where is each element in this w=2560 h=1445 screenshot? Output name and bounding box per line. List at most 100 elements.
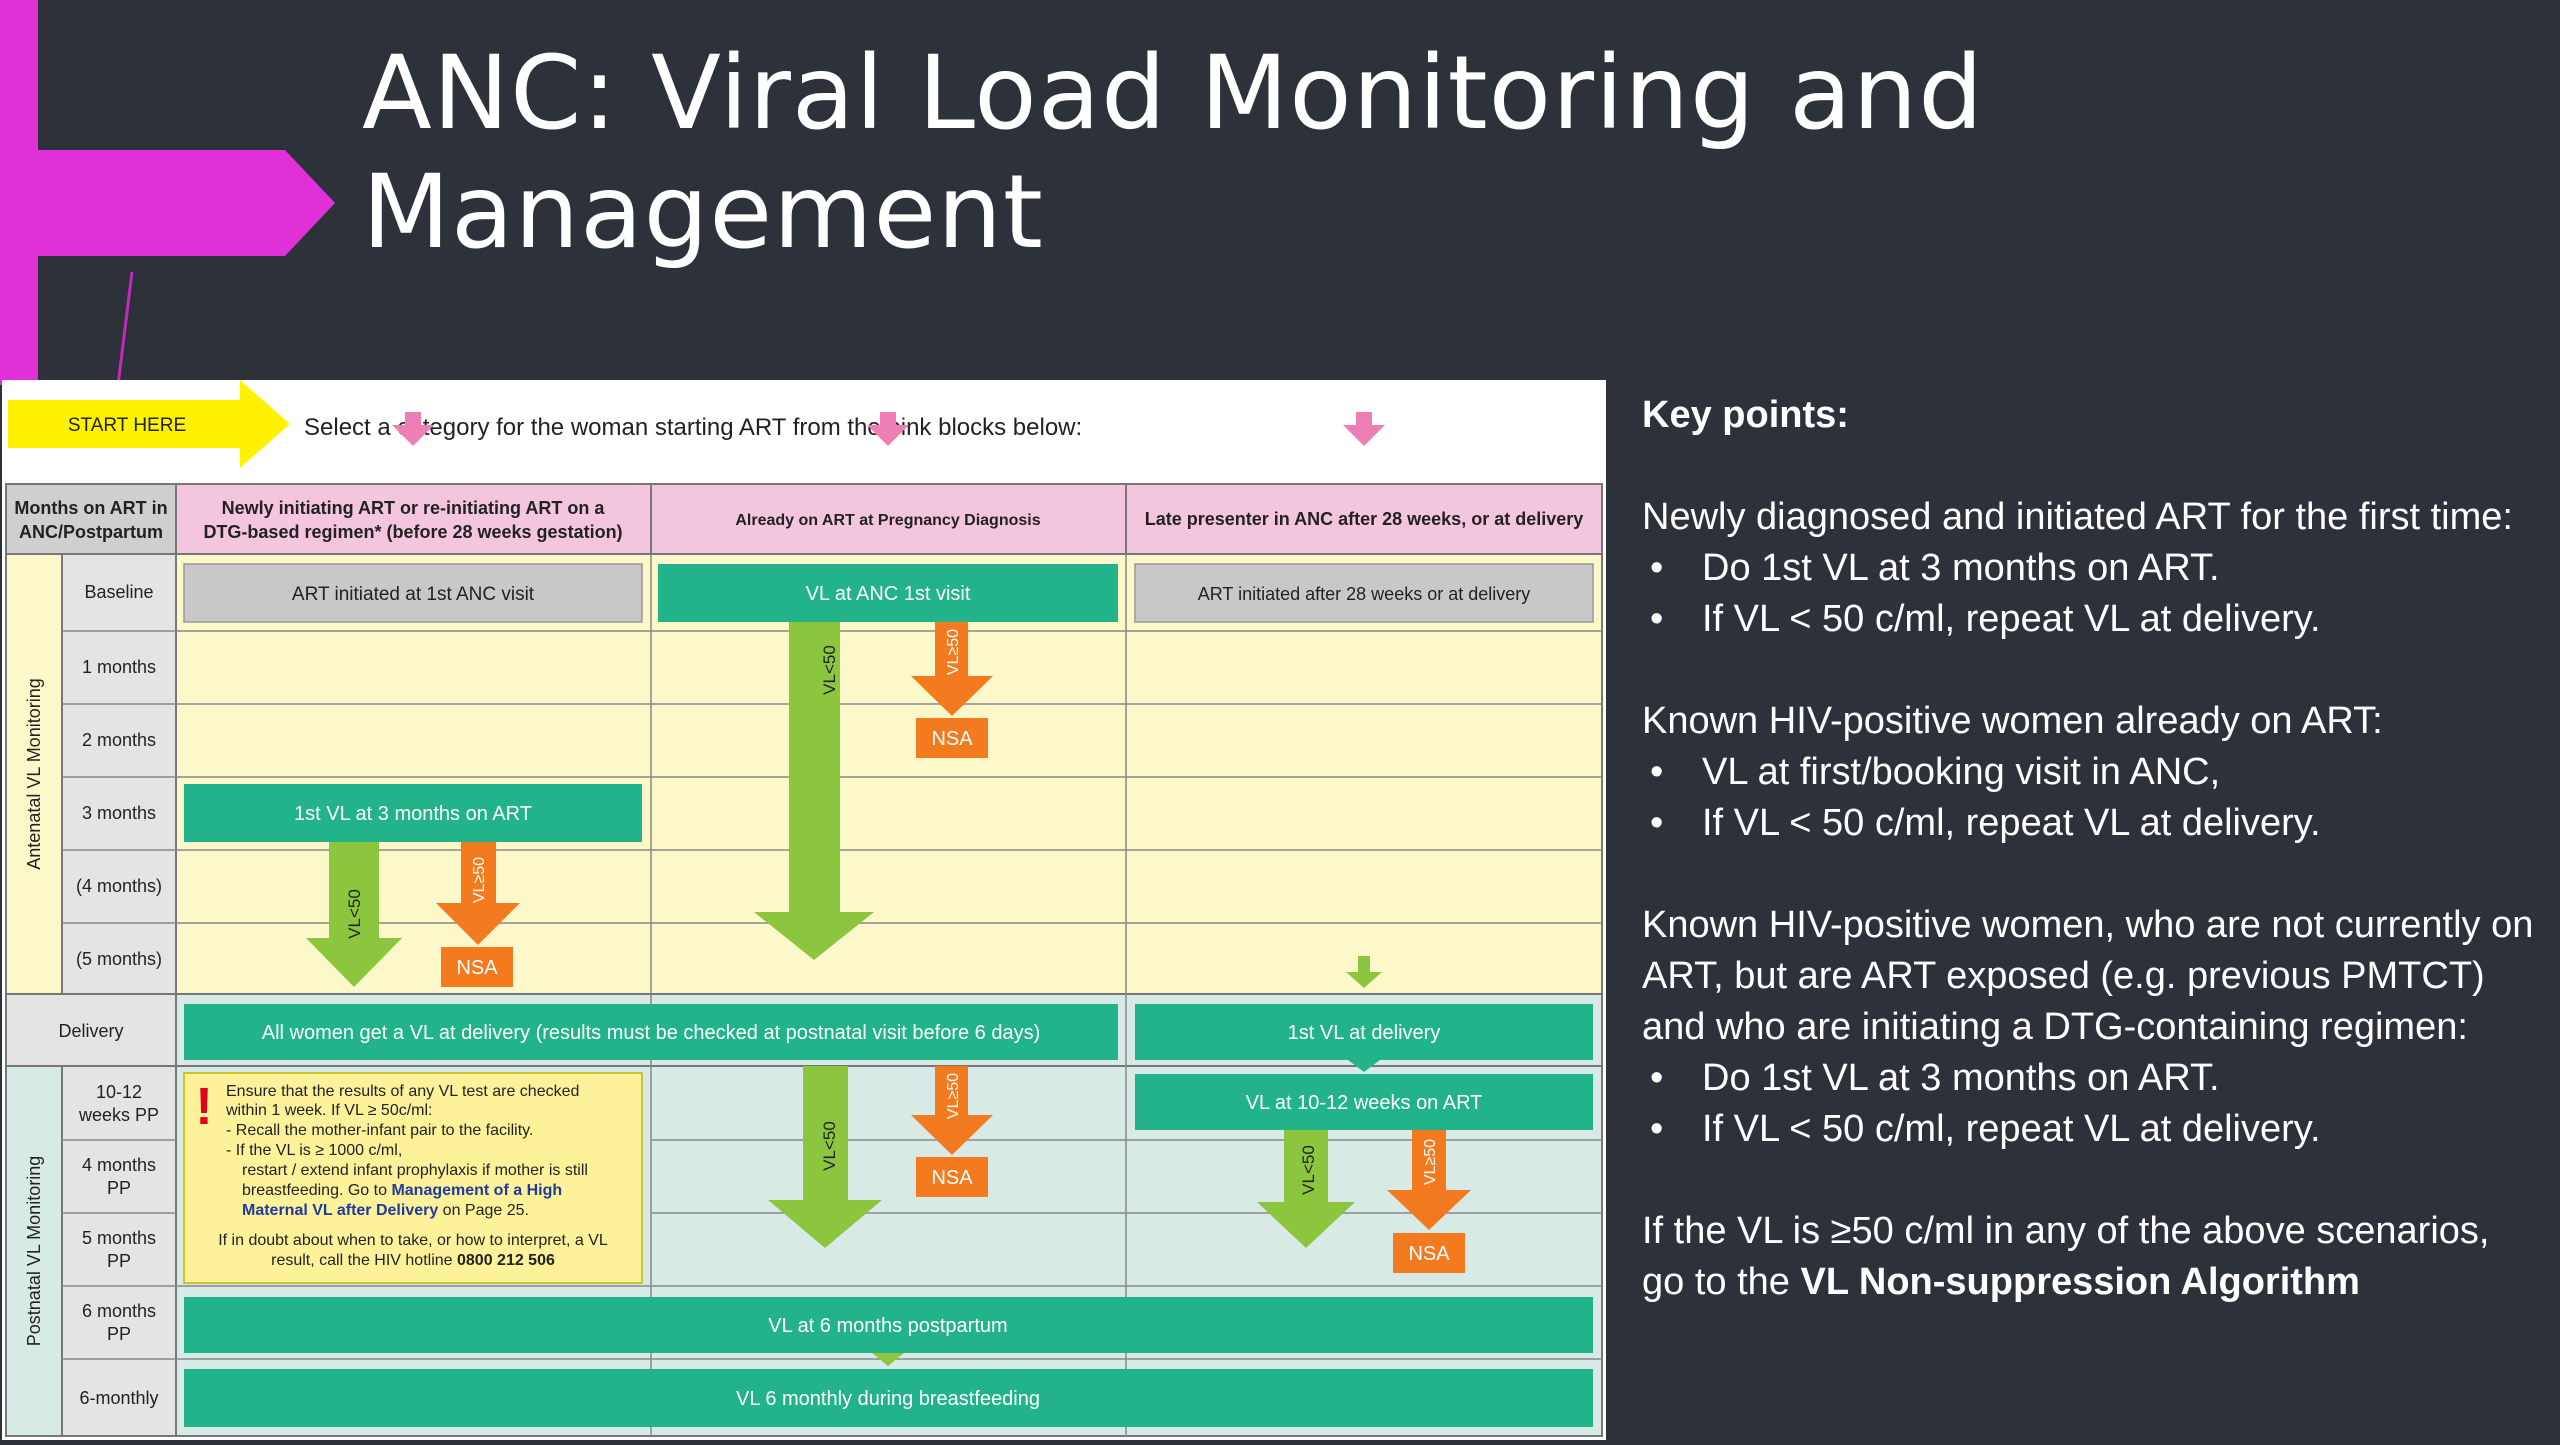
col2-pp-vl-ge50-arrow [911,1066,993,1155]
key-points-heading: Key points: [1642,394,1849,436]
slide-title: ANC: Viral Load Monitoring and Managemen… [362,34,2062,272]
note-line7-link[interactable]: Maternal VL after Delivery [242,1202,438,1219]
start-here-arrow [8,380,290,468]
col1-nsa-box [441,947,513,987]
col2-pp-nsa-box [916,1157,988,1197]
header-months-line1: Months on ART in [14,498,167,518]
col3-baseline-box [1134,563,1594,623]
note-line4: - If the VL is ≥ 1000 c/ml, [226,1142,402,1159]
pink-arrow-col2 [867,412,909,446]
col3-delivery-pointer [1348,1060,1380,1072]
col3-pp-nsa-label: NSA [1408,1243,1450,1265]
note-exclamation: ! [195,1078,212,1136]
flowchart-panel: START HERE Select a category for the wom… [2,380,1606,1440]
accent-line [116,271,134,386]
col2-nsa-label: NSA [931,728,973,750]
hiv-hotline-number: 0800 212 506 [457,1252,555,1269]
row-baseline: Baseline [84,582,153,602]
key-point-3-bullet-2: If VL < 50 c/ml, repeat VL at delivery. [1642,1104,2542,1155]
col2-pp-vl-ge50-label: VL≥50 [945,1073,962,1119]
row-pp4-line1: 4 months [82,1155,156,1175]
header-col2-label: Already on ART at Pregnancy Diagnosis [735,512,1040,529]
row-pp4-line2: PP [107,1178,131,1198]
antenatal-side-label: Antenatal VL Monitoring [24,678,44,869]
header-months-line2: ANC/Postpartum [19,522,163,542]
pp6-box [184,1297,1593,1353]
col1-vl-lt50-arrow [306,842,402,987]
delivery-all-text: All women get a VL at delivery (results … [262,1022,1041,1044]
col1-vl-lt50-label: VL<50 [345,889,364,939]
header-col1-line2: DTG-based regimen* (before 28 weeks gest… [203,522,622,542]
col2-pp-vl-lt50-label: VL<50 [820,1121,839,1171]
start-here-label: START HERE [68,415,186,436]
col3-pp-vl-ge50-label: VL≥50 [1422,1139,1439,1185]
col3-pp10-box [1135,1074,1593,1130]
header-months-cell [5,483,177,555]
row-6-monthly: 6-monthly [79,1388,158,1408]
key-point-1-bullet-1: Do 1st VL at 3 months on ART. [1642,543,2542,594]
header-col3-label: Late presenter in ANC after 28 weeks, or… [1145,509,1584,529]
col1-m3-box [184,784,642,842]
header-col3 [1125,483,1603,555]
key-point-3-text: Known HIV-positive women, who are not cu… [1642,904,2534,1048]
vl-non-suppression-algorithm: VL Non-suppression Algorithm [1800,1261,2360,1303]
row-2-months: 2 months [82,730,156,750]
note-line8: If in doubt about when to take, or how t… [218,1232,608,1249]
key-point-1-bullet-2: If VL < 50 c/ml, repeat VL at delivery. [1642,594,2542,645]
key-point-4: If the VL is ≥50 c/ml in any of the abov… [1642,1206,2542,1308]
note-line6: breastfeeding. Go to Management of a Hig… [242,1182,562,1199]
key-point-4-text: If the VL is ≥50 c/ml in any of the abov… [1642,1210,2490,1303]
pink-arrow-col3 [1343,412,1385,446]
col2-baseline-text: VL at ANC 1st visit [806,583,971,605]
col3-delivery-arrow [1346,956,1382,988]
header-col2 [650,483,1127,555]
header-col1 [175,483,652,555]
col1-baseline-box [183,563,643,623]
accent-arrow [20,150,335,256]
key-point-2-bullet-1: VL at first/booking visit in ANC, [1642,747,2542,798]
col2-nsa-box [916,718,988,758]
col3-pp-vl-lt50-label: VL<50 [1299,1145,1318,1195]
row-pp5-line1: 5 months [82,1228,156,1248]
col2-pp-vl-lt50-arrow [768,1066,882,1248]
note-line6-link[interactable]: Management of a High [391,1182,562,1199]
postnatal-row-labels [61,1065,177,1437]
col2-vl-lt50-arrow [754,622,874,960]
col1-vl-ge50-label: VL≥50 [471,857,488,903]
key-point-group-1: Newly diagnosed and initiated ART for th… [1642,492,2542,645]
antenatal-grid [175,553,1603,995]
row-delivery: Delivery [58,1021,123,1041]
col2-vl-ge50-label: VL≥50 [945,629,962,675]
row-pp10-line1: 10-12 [96,1082,142,1102]
key-points: Key points: Newly diagnosed and initiate… [1642,390,2542,1308]
col2-vl-ge50-arrow [911,622,993,716]
row-3-months: 3 months [82,803,156,823]
instruction-text: Select a category for the woman starting… [304,414,1082,441]
header-col1-line1: Newly initiating ART or re-initiating AR… [222,498,606,518]
vl-flowchart: START HERE Select a category for the wom… [5,380,1603,1437]
col3-delivery-text: 1st VL at delivery [1288,1022,1441,1044]
row-1-month: 1 months [82,657,156,677]
delivery-all-box [184,1004,1118,1060]
col2-baseline-box [658,564,1118,622]
title-line-1: ANC: Viral Load Monitoring and [362,34,1985,153]
col3-pp-vl-ge50-arrow [1387,1130,1471,1230]
pp6-pointer [872,1353,904,1366]
note-line9: result, call the HIV hotline 0800 212 50… [271,1252,555,1269]
note-line1: Ensure that the results of any VL test a… [226,1083,579,1100]
col3-delivery-box [1135,1004,1593,1060]
note-line6-a: breastfeeding. Go to [242,1182,391,1199]
note-line5: restart / extend infant prophylaxis if m… [242,1162,588,1179]
sixmonthly-text: VL 6 monthly during breastfeeding [736,1388,1040,1410]
row-4-months: (4 months) [76,876,162,896]
note-line7-b: on Page 25. [438,1202,529,1219]
col3-baseline-text: ART initiated after 28 weeks or at deliv… [1198,584,1531,604]
col2-pp-nsa-label: NSA [931,1167,973,1189]
row-pp6-line1: 6 months [82,1301,156,1321]
col1-nsa-label: NSA [456,957,498,979]
key-point-2-bullet-2: If VL < 50 c/ml, repeat VL at delivery. [1642,798,2542,849]
antenatal-row-labels [61,553,177,995]
key-point-1-text: Newly diagnosed and initiated ART for th… [1642,496,2513,538]
row-pp6-line2: PP [107,1324,131,1344]
